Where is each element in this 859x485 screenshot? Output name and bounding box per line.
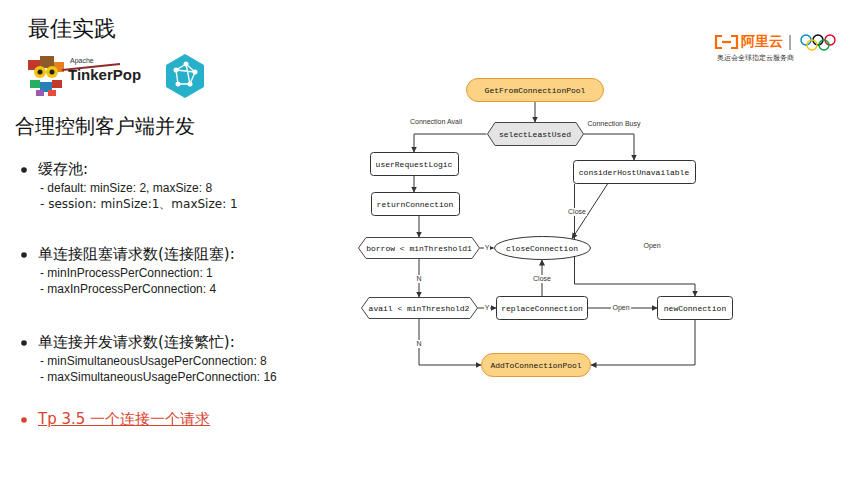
edge-label: Y [484,304,491,312]
node-text: closeConnection [506,244,578,253]
edge-label: Close [532,275,552,283]
logo-text: Apache [70,57,94,65]
bullet-heading: 单连接阻塞请求数(连接阻塞): [38,246,235,263]
bullet-item: - minSimultaneousUsagePerConnection: 8 [40,355,267,369]
node-text: considerHostUnavailable [579,168,689,177]
flow-connector [414,176,415,192]
flow-connector [591,320,695,365]
process-box: returnConnection [371,192,460,216]
decision-hexagon: selectLeastUsed [487,122,584,146]
graph-hex-icon [166,54,204,98]
flow-connector [575,184,696,296]
logo-divider [790,35,791,50]
node-text: returnConnection [377,200,454,209]
process-box: replaceConnection [496,296,588,320]
bullet-item: - session: minSize:1、maxSize: 1 [40,198,238,212]
logo-text: TinkerPop [68,66,141,83]
logo-text: 阿里云 [741,33,783,49]
node-text: AddToConnectionPool [490,361,581,370]
terminal-pill: GetFromConnectionPool [466,78,604,102]
edge-label: N [415,340,422,348]
decision-hexagon: avail < minThreshold2 [361,297,478,319]
bullet-dots [21,167,27,423]
bullet-heading: 单连接并发请求数(连接繁忙): [38,334,235,351]
bullet-item: - default: minSize: 2, maxSize: 8 [40,182,212,196]
node-text: newConnection [664,304,726,313]
slide-title: 最佳实践 [28,16,116,41]
bullet-item: - maxInProcessPerConnection: 4 [40,283,216,297]
node-text: replaceConnection [501,304,583,313]
edge-label: Open [611,304,630,312]
flow-connector [584,134,635,160]
edge-label: Y [484,244,491,252]
logo-caption: 奥运会全球指定云服务商 [717,54,794,62]
olympic-rings [801,35,835,50]
edge-label: Open [642,242,661,250]
decision-hexagon: borrow < minThreshold1 [358,237,480,259]
flow-connector [414,134,487,152]
flow-connector [535,102,536,122]
node-text: GetFromConnectionPool [485,86,586,95]
edge-label: Connection Busy [587,120,642,128]
edge-label: Connection Avail [409,118,463,126]
terminal-pill: AddToConnectionPool [481,353,591,377]
flow-connector [419,319,481,365]
bullet-heading: 缓存池: [38,161,88,178]
node-text: userRequestLogic [376,160,453,169]
highlight-note: Tp 3.5 一个连接一个请求 [38,411,210,428]
section-heading: 合理控制客户端并发 [15,115,195,138]
node-text: borrow < minThreshold1 [366,244,472,253]
process-box: considerHostUnavailable [573,160,696,184]
flow-connector [419,216,420,237]
process-box: newConnection [657,296,733,320]
terminal-ellipse: closeConnection [494,236,591,260]
bullet-item: - minInProcessPerConnection: 1 [40,267,213,281]
edge-label: N [415,275,422,283]
bullet-item: - maxSimultaneousUsagePerConnection: 16 [40,371,277,385]
edge-label: Close [567,208,587,216]
node-text: avail < minThreshold2 [369,304,470,313]
process-box: userRequestLogic [370,152,459,176]
node-text: selectLeastUsed [499,130,571,139]
aliyun-logo-icon [716,36,737,48]
